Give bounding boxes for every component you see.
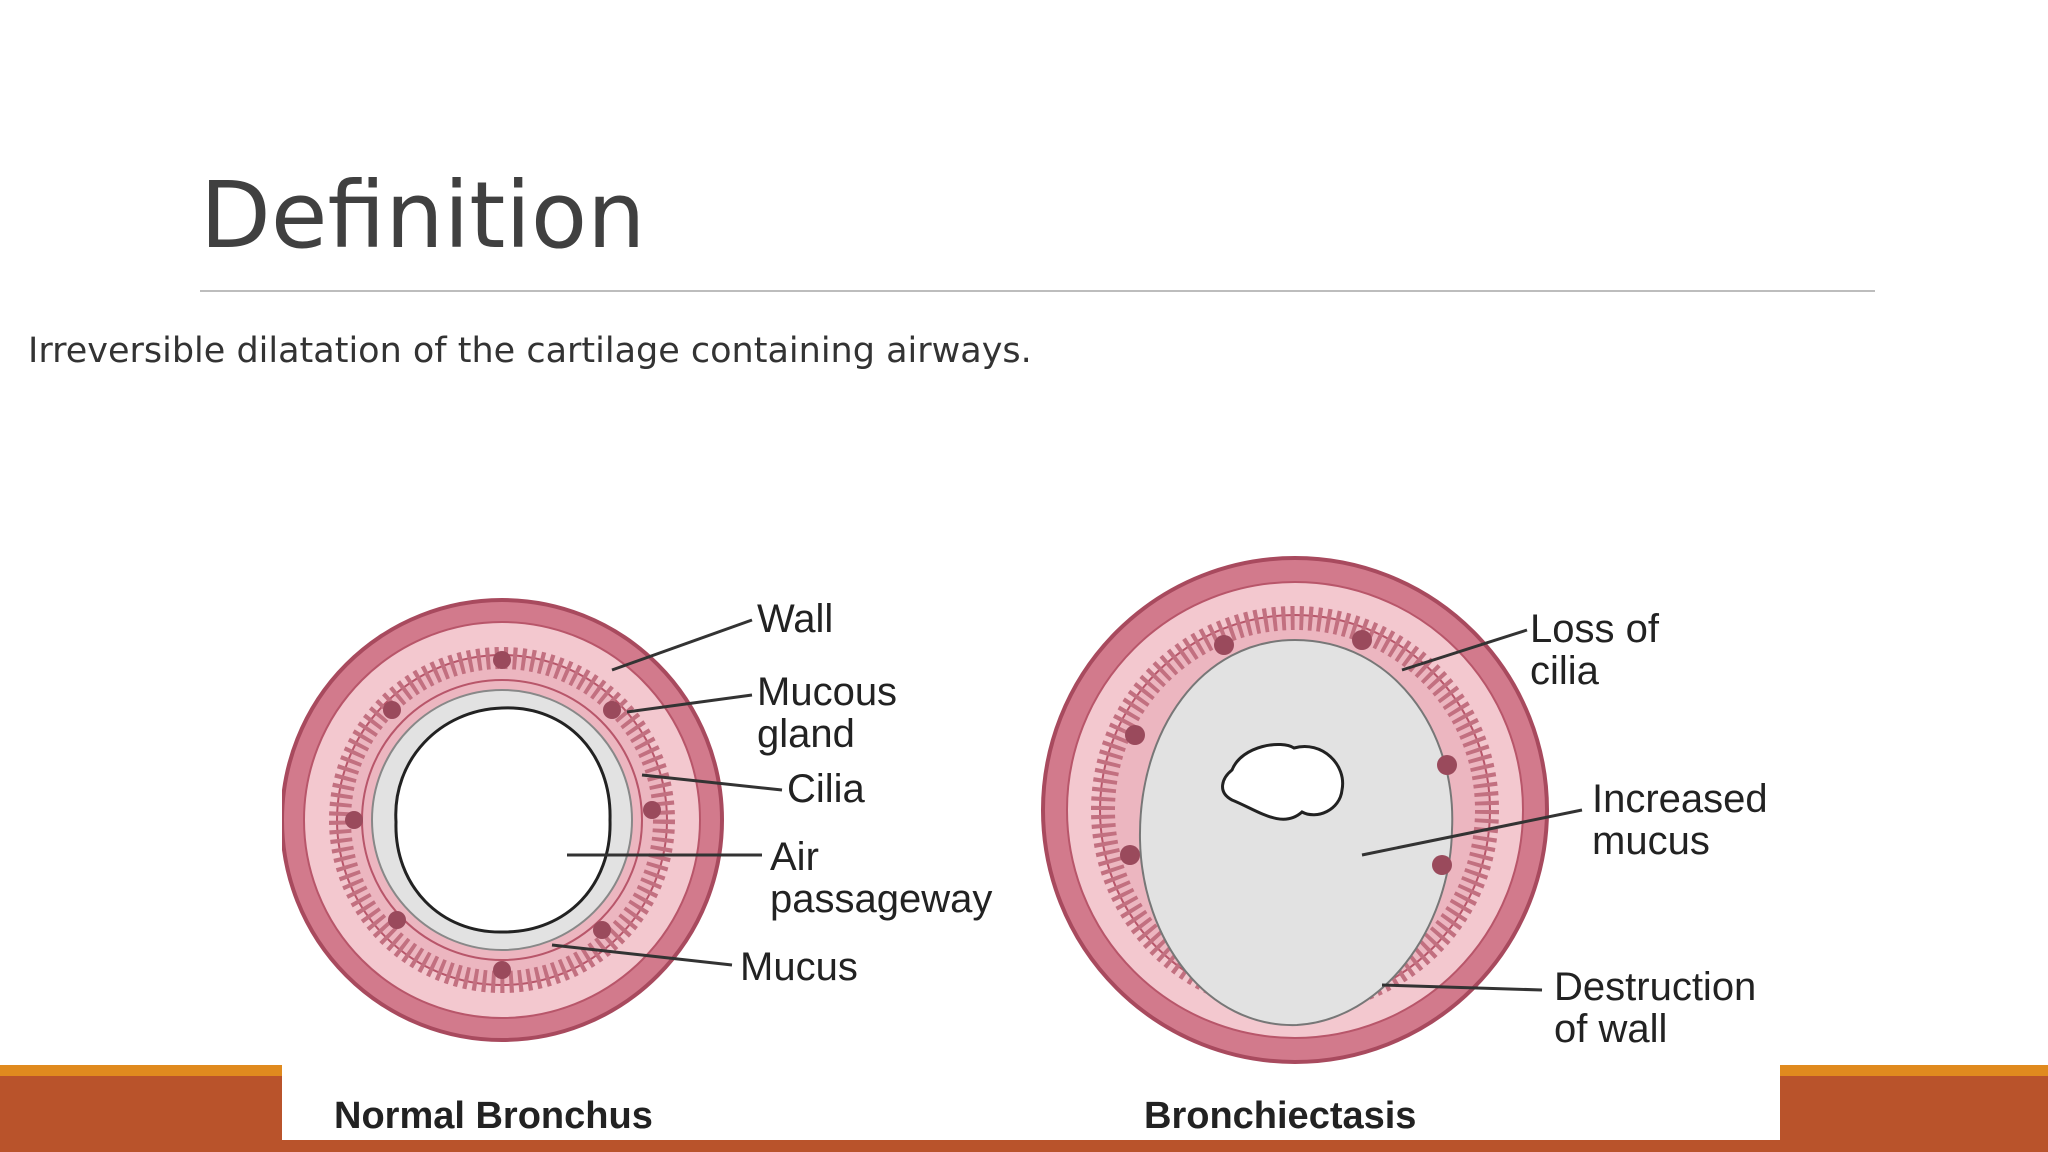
bronchiectasis-illustration [1041, 556, 1549, 1064]
bronchus-diagram: Wall Mucous gland Cilia Air passageway M… [282, 540, 1780, 1140]
label-destruction-of-wall-line2: of wall [1554, 1007, 1667, 1051]
bronchiectasis-leader-lines [1361, 628, 1583, 992]
label-air-line1: Air [770, 835, 819, 879]
label-loss-of-cilia-line2: cilia [1530, 649, 1600, 693]
normal-leader-lines [551, 618, 783, 967]
label-loss-of-cilia-line1: Loss of [1530, 607, 1660, 651]
label-wall: Wall [757, 597, 833, 641]
label-mucous-gland-line2: gland [757, 712, 855, 756]
label-increased-mucus-line2: mucus [1592, 819, 1710, 863]
definition-text: Irreversible dilatation of the cartilage… [28, 331, 1032, 371]
label-increased-mucus-line1: Increased [1592, 777, 1768, 821]
label-destruction-of-wall-line1: Destruction [1554, 965, 1756, 1009]
bronchus-figure: Wall Mucous gland Cilia Air passageway M… [282, 540, 1780, 1140]
label-cilia: Cilia [787, 767, 866, 811]
slide-title: Definition [200, 162, 646, 269]
caption-bronchiectasis: Bronchiectasis [1144, 1095, 1416, 1137]
label-mucous-gland-line1: Mucous [757, 670, 897, 714]
normal-bronchus-illustration [282, 598, 724, 1042]
label-air-line2: passageway [770, 877, 992, 921]
title-divider [200, 290, 1875, 292]
caption-normal-bronchus: Normal Bronchus [334, 1095, 653, 1137]
label-mucus: Mucus [740, 945, 858, 989]
